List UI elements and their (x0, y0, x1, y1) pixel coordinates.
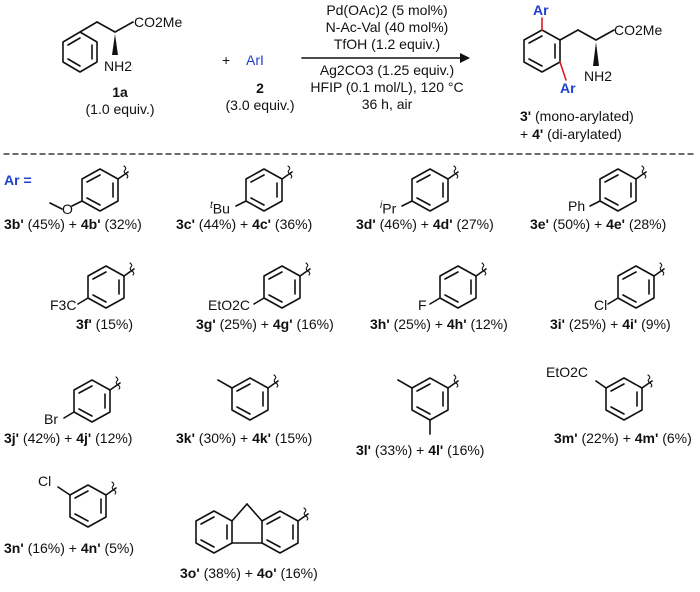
ar-3h-structure (429, 262, 487, 309)
ar-equals: Ar = (4, 172, 32, 188)
yield-d: 3d' (46%) + 4d' (27%) (356, 216, 494, 232)
yield-o: 3o' (38%) + 4o' (16%) (180, 565, 318, 581)
product-mono: 3' (mono-arylated) (520, 108, 634, 124)
sub-tbu: tBu (210, 200, 230, 217)
sub-ph: Ph (568, 198, 586, 214)
product-co2me: CO2Me (614, 22, 663, 38)
reagent-formula: ArI (246, 52, 264, 68)
reactant-1a-structure (62, 21, 134, 73)
yield-l: 3l' (33%) + 4l' (16%) (356, 442, 485, 458)
yield-k: 3k' (30%) + 4k' (15%) (176, 430, 313, 446)
reaction-arrow (301, 53, 470, 63)
yield-e: 3e' (50%) + 4e' (28%) (530, 216, 667, 232)
sub-co2et-meta: EtO2C (546, 364, 589, 380)
yield-b: 3b' (45%) + 4b' (32%) (4, 216, 142, 232)
ar-3m-structure (595, 374, 653, 421)
ar-3d-structure (401, 165, 459, 212)
reactant-equiv: (1.0 equiv.) (85, 101, 155, 117)
product-ar-bottom: Ar (560, 80, 576, 96)
yield-m: 3m' (22%) + 4m' (6%) (554, 430, 692, 446)
product-di: + 4' (di-arylated) (520, 126, 622, 142)
yield-h: 3h' (25%) + 4h' (12%) (370, 316, 508, 332)
reagent-equiv: (3.0 equiv.) (225, 97, 295, 113)
ar-3k-structure (217, 374, 279, 421)
yield-f: 3f' (15%) (76, 316, 134, 332)
reactant-label: 1a (112, 84, 128, 100)
plus-sign: + (222, 52, 231, 68)
ar-3c-structure (235, 165, 293, 212)
ar-3j-structure (63, 376, 121, 423)
ar-3n-structure (57, 481, 117, 528)
sub-ome-o: O (62, 201, 73, 217)
sub-co2et: EtO2C (208, 297, 251, 313)
sub-br: Br (44, 411, 58, 427)
yield-n: 3n' (16%) + 4n' (5%) (4, 540, 134, 556)
sub-cl-meta: Cl (38, 473, 52, 489)
product-ar-top: Ar (533, 2, 549, 18)
condition-ligand: N-Ac-Val (40 mol%) (325, 19, 449, 35)
ar-3i-structure (607, 262, 665, 309)
reagent-label: 2 (256, 80, 264, 96)
ar-3b-structure (49, 165, 129, 212)
product-nh2: NH2 (584, 68, 613, 84)
yield-i: 3i' (25%) + 4i' (9%) (550, 316, 671, 332)
ar-3o-structure (195, 503, 309, 554)
yield-j: 3j' (42%) + 4j' (12%) (4, 430, 133, 446)
condition-catalyst: Pd(OAc)2 (5 mol%) (326, 2, 448, 18)
ar-3e-structure (589, 165, 647, 212)
sub-cl: Cl (594, 297, 608, 313)
product-structure (523, 17, 615, 81)
yield-c: 3c' (44%) + 4c' (36%) (176, 216, 313, 232)
condition-solvent: HFIP (0.1 mol/L), 120 °C (310, 79, 464, 95)
condition-time: 36 h, air (361, 96, 413, 112)
sub-ipr: iPr (380, 200, 397, 217)
sub-f: F (418, 297, 427, 313)
ar-3f-structure (77, 262, 135, 309)
reactant-nh2: NH2 (104, 58, 133, 74)
condition-acid: TfOH (1.2 equiv.) (333, 36, 441, 52)
ar-3g-structure (253, 262, 311, 309)
sub-cf3: F3C (50, 297, 77, 313)
yield-g: 3g' (25%) + 4g' (16%) (196, 316, 334, 332)
condition-oxidant: Ag2CO3 (1.25 equiv.) (319, 62, 455, 78)
ar-3l-structure (397, 374, 459, 435)
reactant-co2me: CO2Me (134, 14, 183, 30)
